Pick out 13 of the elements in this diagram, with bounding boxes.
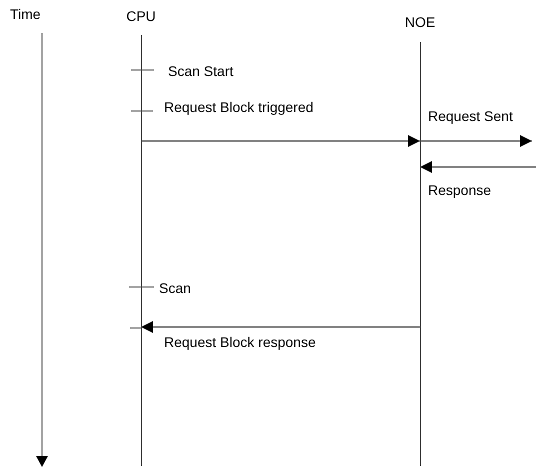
event-label: Request Block triggered [164, 98, 314, 117]
edge-label: Request Block response [164, 333, 316, 352]
message-arrow [420, 161, 536, 173]
edge-label: Request Sent [428, 107, 513, 126]
participant-label: CPU [125, 7, 157, 26]
edge-label: Response [428, 181, 492, 200]
participant-label: NOE [404, 13, 436, 32]
event-label: Scan [159, 279, 191, 298]
axis-label: Time [10, 5, 41, 24]
event-label: Scan Start [168, 62, 234, 81]
message-arrow [140, 321, 420, 333]
message-arrow [420, 135, 532, 147]
message-arrow [140, 135, 420, 147]
